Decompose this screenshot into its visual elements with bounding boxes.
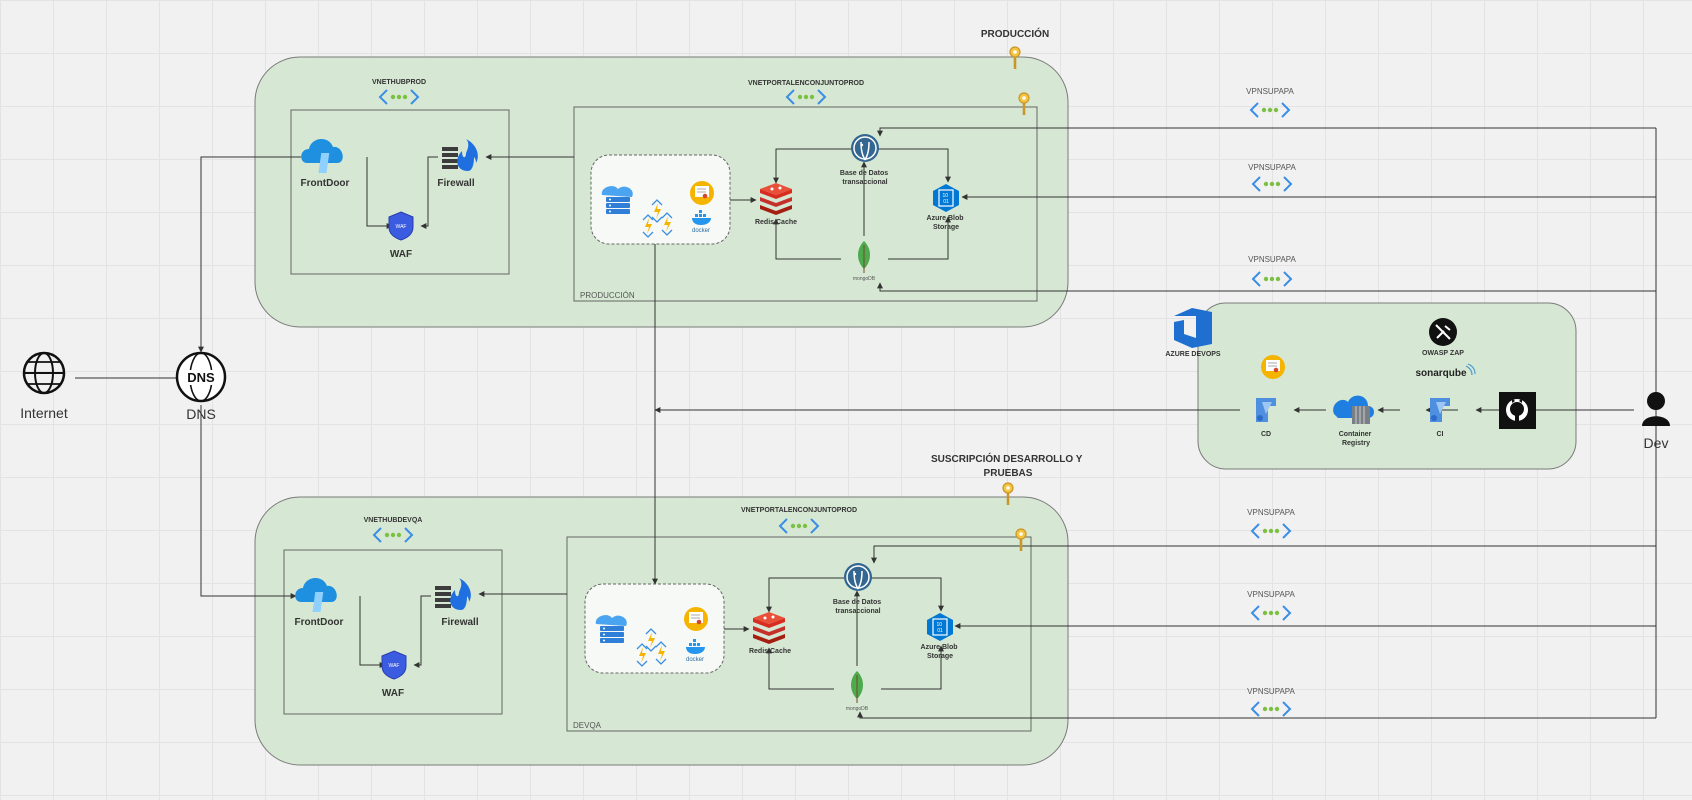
mongodb-label: mongoDB	[853, 276, 876, 282]
frontdoor-label: FrontDoor	[295, 617, 344, 628]
owasp-label: OWASP ZAP	[1422, 350, 1464, 357]
waf-glyph: WAF	[396, 224, 407, 230]
postgres-icon	[850, 133, 880, 163]
vnet-icon	[1252, 271, 1292, 287]
azure-devops-label: AZURE DEVOPS	[1165, 351, 1221, 358]
docker-label: docker	[686, 657, 704, 663]
env-label-devqa: DEVQA	[573, 721, 602, 730]
blob-glyph: 10 01	[943, 193, 950, 205]
db-label: Base de Datos transaccional	[840, 170, 890, 186]
vnetportal-devqa-label: VNETPORTALENCONJUNTOPROD	[741, 507, 857, 514]
vnethub-prod-label: VNETHUBPROD	[372, 79, 426, 86]
vnet-icon	[1252, 176, 1292, 192]
redis-label: Redis Cache	[749, 648, 791, 655]
docker-label: docker	[692, 228, 710, 234]
redis-label: Redis Cache	[755, 219, 797, 226]
region-devops	[1197, 302, 1577, 470]
frontdoor-label: FrontDoor	[301, 178, 350, 189]
vnethub-devqa-box	[283, 549, 503, 715]
waf-glyph: WAF	[389, 663, 400, 669]
vnet-icon	[1251, 701, 1291, 717]
vpn-label: VPNSUPAPA	[1248, 255, 1296, 264]
cd-label: CD	[1261, 431, 1271, 438]
vnet-icon	[1251, 523, 1291, 539]
db-label: Base de Datos transaccional	[833, 599, 883, 615]
vnethub-prod-box	[290, 109, 510, 275]
sonarqube-logo: sonarqube	[1415, 368, 1467, 379]
blob-label: Azure Blob Storage	[927, 215, 966, 231]
certificate-icon	[689, 180, 715, 206]
app-service-icon	[595, 615, 627, 643]
env-label-prod: PRODUCCIÓN	[580, 291, 635, 300]
mongodb-label: mongoDB	[846, 706, 869, 712]
vnetportal-devqa-box	[566, 536, 1032, 732]
certificate-icon	[683, 606, 709, 632]
vnet-icon	[1251, 605, 1291, 621]
waf-label: WAF	[382, 688, 404, 699]
user-icon	[1642, 392, 1670, 426]
app-service-icon	[601, 186, 633, 214]
svg-text:DNS: DNS	[187, 370, 215, 385]
vnet-icon	[1250, 102, 1290, 118]
produccion-title: PRODUCCIÓN	[981, 27, 1049, 40]
internet-label: Internet	[20, 405, 68, 421]
dev-label: Dev	[1644, 435, 1669, 451]
firewall-label: Firewall	[441, 617, 478, 628]
vnethub-devqa-label: VNETHUBDEVQA	[364, 517, 423, 524]
vpn-label: VPNSUPAPA	[1247, 508, 1295, 517]
azure-devops-icon	[1174, 308, 1212, 348]
suscripcion-title: SUSCRIPCIÓN DESARROLLO Y PRUEBAS	[931, 452, 1085, 479]
postgres-icon	[843, 562, 873, 592]
dns-globe-icon: DNS	[175, 351, 227, 403]
vpn-label: VPNSUPAPA	[1248, 163, 1296, 172]
blob-glyph: 10 01	[937, 622, 944, 634]
vpn-label: VPNSUPAPA	[1247, 687, 1295, 696]
sonarqube-wave-icon	[1465, 363, 1476, 376]
dns-label: DNS	[186, 406, 216, 422]
vpn-label: VPNSUPAPA	[1246, 87, 1294, 96]
vpn-label: VPNSUPAPA	[1247, 590, 1295, 599]
github-icon	[1499, 392, 1536, 429]
owasp-zap-icon	[1429, 318, 1457, 346]
vnetportal-prod-label: VNETPORTALENCONJUNTOPROD	[748, 80, 864, 87]
certificate-icon	[1260, 354, 1286, 380]
internet-globe-icon	[22, 351, 66, 395]
registry-label: Container Registry	[1339, 431, 1374, 447]
vnetportal-prod-box	[573, 106, 1038, 302]
ci-label: CI	[1437, 431, 1444, 438]
connectors	[75, 127, 1657, 719]
firewall-label: Firewall	[437, 178, 474, 189]
waf-label: WAF	[390, 249, 412, 260]
blob-label: Azure Blob Storage	[921, 644, 960, 660]
